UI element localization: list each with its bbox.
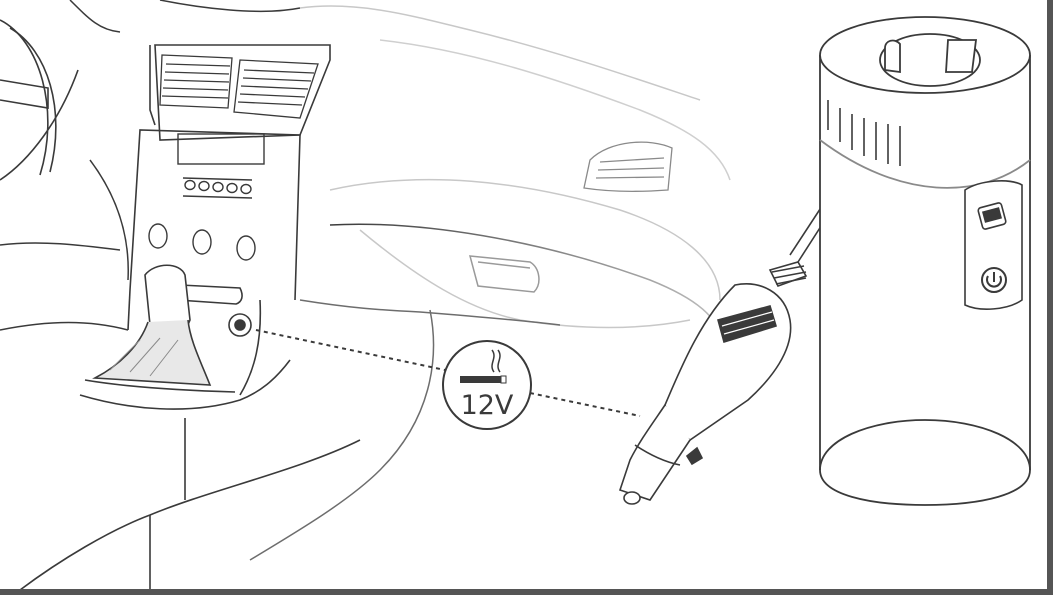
12v-socket	[228, 313, 252, 337]
connection-line	[255, 329, 641, 417]
glovebox-area	[249, 223, 721, 561]
cigarette-lighter-plug	[618, 283, 792, 505]
climate-knobs	[148, 223, 256, 261]
cigarette-icon	[460, 349, 507, 384]
device-vent-slots	[827, 100, 901, 166]
dashboard-outline	[0, 0, 731, 331]
radio-panel	[177, 133, 265, 199]
power-icon	[981, 267, 1007, 293]
cup-warmer-device	[819, 16, 1031, 506]
gear-shifter	[84, 264, 243, 393]
12v-badge: 12V	[442, 340, 532, 430]
side-air-vent	[583, 141, 673, 192]
steering-wheel	[0, 19, 79, 181]
device-control-panel	[964, 180, 1023, 310]
voltage-label: 12V	[461, 390, 514, 421]
lower-console	[19, 299, 361, 591]
center-air-vents	[159, 54, 319, 119]
center-console	[127, 44, 331, 331]
